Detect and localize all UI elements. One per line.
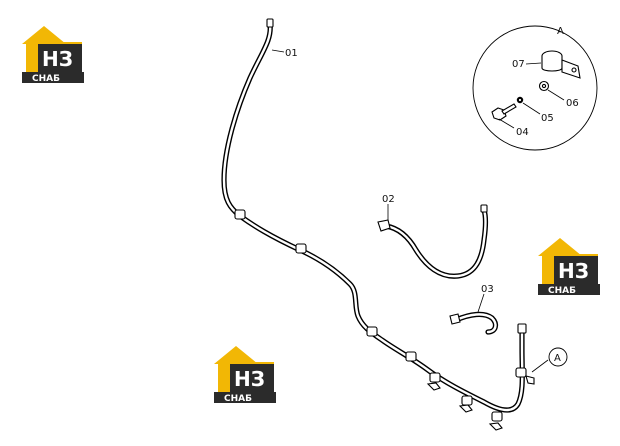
callout-02: 02 [382, 194, 395, 205]
brand-logo-top-left: НЗ СНАБ [22, 26, 84, 84]
callout-04: 04 [516, 127, 529, 138]
callout-01: 01 [285, 48, 298, 59]
hose-clip [515, 367, 527, 378]
washer-part-06 [538, 80, 550, 92]
detail-marker-a: A [531, 347, 568, 373]
clamp-part-07 [541, 50, 581, 79]
leader-line [498, 118, 515, 129]
hose-clip [234, 209, 246, 220]
brand-logo-caption: СНАБ [548, 286, 576, 296]
hose-part-02 [377, 204, 489, 279]
hose-part-03 [449, 311, 499, 335]
leader-line [271, 49, 285, 53]
leader-line [547, 89, 565, 101]
leader-line [525, 62, 542, 65]
brand-logo-caption: СНАБ [32, 74, 60, 84]
detail-marker-label: A [554, 353, 561, 364]
hose-clip [366, 326, 378, 337]
bolt-part-04 [491, 103, 517, 121]
hose-clip [405, 351, 417, 362]
hose-clip [461, 395, 473, 406]
callout-05: 05 [541, 113, 554, 124]
hose-clip [491, 411, 503, 422]
detail-view-label: A [557, 26, 564, 37]
hose-clip [429, 372, 441, 383]
callout-03: 03 [481, 284, 494, 295]
callout-06: 06 [566, 98, 579, 109]
hose-clip [295, 243, 307, 254]
main-hose-part-01 [221, 18, 535, 431]
brand-logo-letters: НЗ [42, 47, 73, 71]
brand-logo-bottom: НЗ СНАБ [214, 346, 276, 404]
leader-line [522, 102, 541, 115]
brand-logo-right: НЗ СНАБ [538, 238, 600, 296]
brand-logo-letters: НЗ [558, 259, 589, 283]
callout-07: 07 [512, 59, 525, 70]
detail-view-a: A 07 06 05 04 [472, 25, 598, 151]
leader-line [477, 293, 485, 313]
brand-logo-caption: СНАБ [224, 394, 252, 404]
brand-logo-letters: НЗ [234, 367, 265, 391]
lock-washer-part-05 [516, 96, 524, 104]
